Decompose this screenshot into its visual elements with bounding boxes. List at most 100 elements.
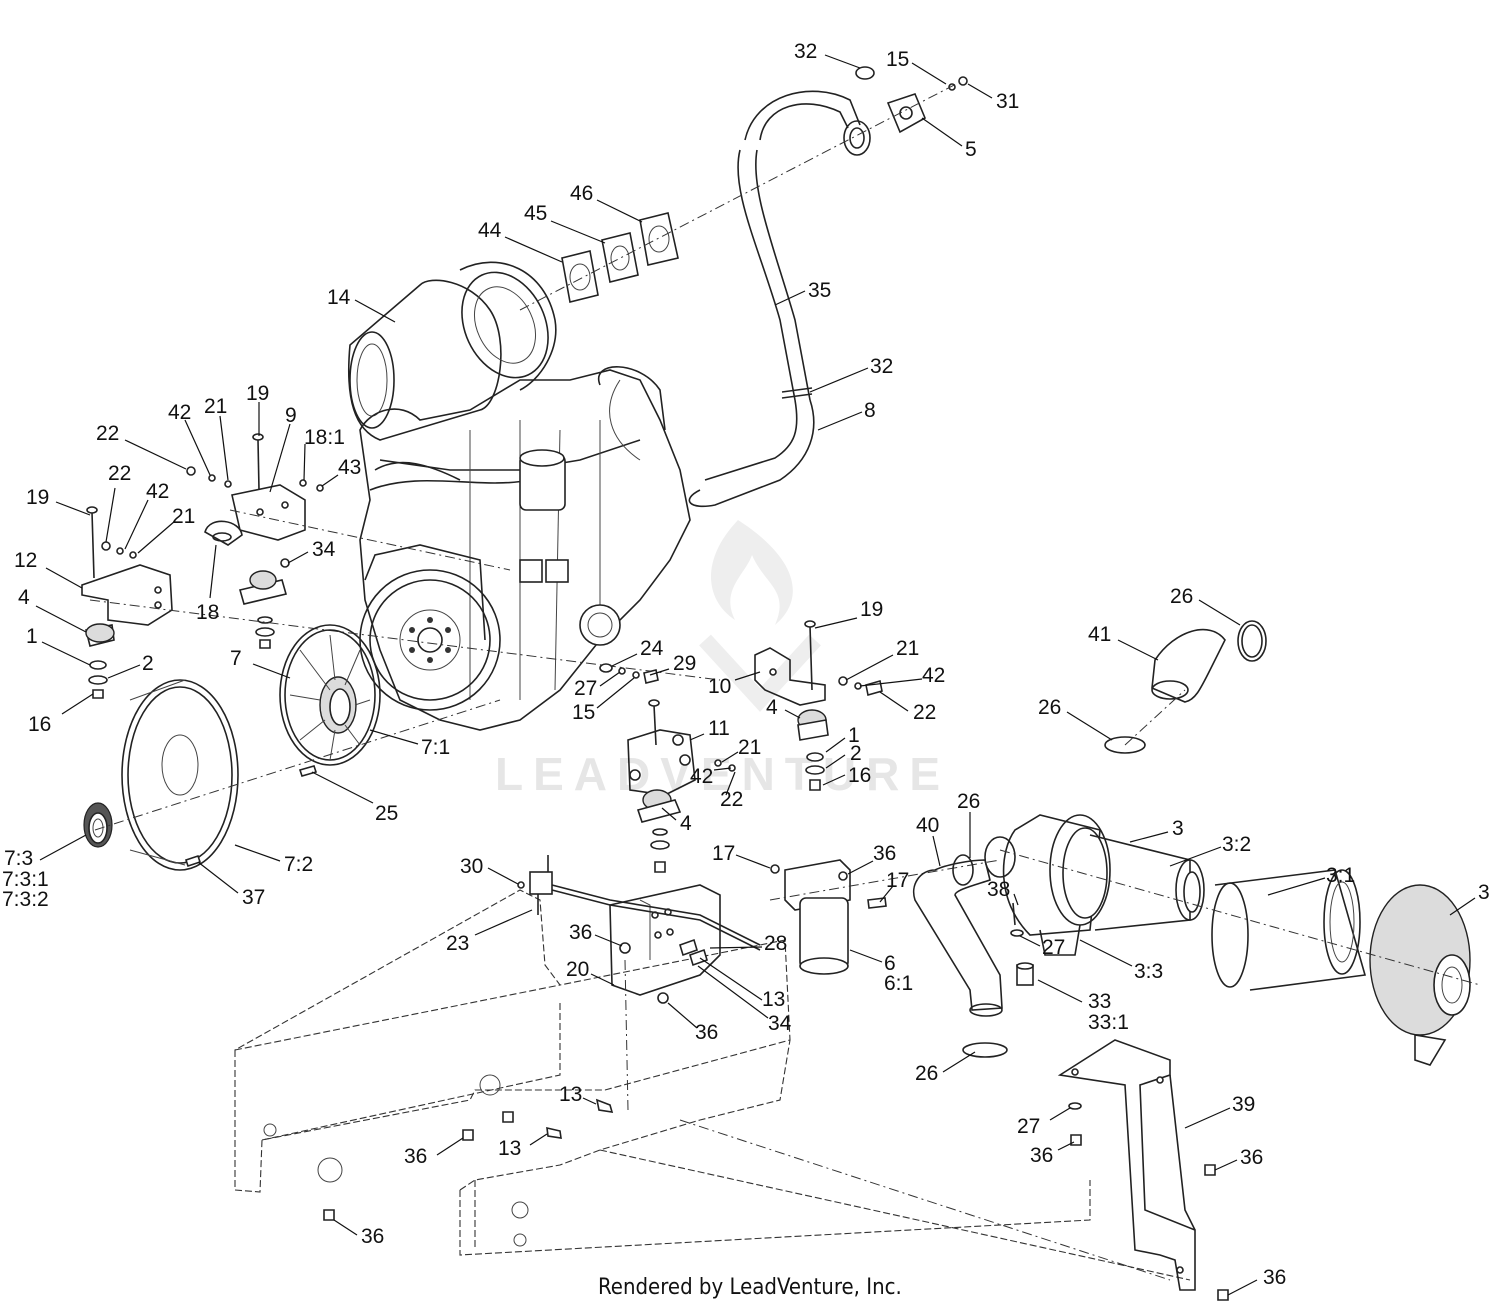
callout-label: 3:2: [1222, 833, 1251, 856]
air-cleaner-group: [913, 620, 1481, 1176]
callout-label: 36: [695, 1021, 718, 1044]
fuel-filter-group: [517, 855, 1001, 1004]
callout-label: 5: [965, 138, 977, 161]
callout-label: 26: [1038, 696, 1061, 719]
callout-label: 17: [886, 869, 909, 892]
callout-label: 36: [1240, 1146, 1263, 1169]
callout-label: 27: [574, 677, 597, 700]
callout-label: 6:1: [884, 972, 913, 995]
callout-label: 7:1: [421, 736, 450, 759]
callout-label: 22: [108, 462, 131, 485]
callout-label: 42: [168, 401, 191, 424]
callout-label: 3: [1172, 817, 1184, 840]
callout-label: 13: [559, 1083, 582, 1106]
callout-labels: 32 15 31 5 46 45 44 35 14 32 8 19 42 21 …: [2, 40, 1490, 1289]
callout-label: 41: [1088, 623, 1111, 646]
callout-label: 22: [96, 422, 119, 445]
callout-label: 36: [404, 1145, 427, 1168]
callout-label: 7:3: [4, 847, 33, 870]
callout-label: 36: [873, 842, 896, 865]
callout-label: 6: [884, 952, 896, 975]
callout-label: 40: [916, 814, 939, 837]
callout-label: 3:3: [1134, 960, 1163, 983]
callout-label: 33: [1088, 990, 1111, 1013]
callout-label: 39: [1232, 1093, 1255, 1116]
callout-label: 21: [738, 736, 761, 759]
callout-label: 19: [246, 382, 269, 405]
callout-label: 44: [478, 219, 502, 242]
callout-label: 42: [690, 765, 713, 788]
callout-label: 4: [766, 696, 778, 719]
callout-label: 14: [327, 286, 351, 309]
watermark-text: LEADVENTURE: [495, 748, 950, 800]
callout-label: 21: [204, 395, 227, 418]
callout-label: 15: [572, 701, 595, 724]
callout-label: 16: [848, 764, 871, 787]
frame-hardware: [323, 959, 1229, 1301]
callout-label: 46: [570, 182, 593, 205]
callout-label: 7:3:2: [2, 888, 49, 911]
callout-label: 24: [640, 637, 664, 660]
callout-label: 4: [680, 812, 692, 835]
callout-label: 16: [28, 713, 51, 736]
callout-label: 30: [460, 855, 483, 878]
callout-label: 9: [285, 404, 297, 427]
callout-label: 3:1: [1326, 864, 1355, 887]
callout-label: 4: [18, 586, 30, 609]
callout-label: 36: [1263, 1266, 1286, 1289]
callout-label: 13: [498, 1137, 521, 1160]
callout-label: 32: [794, 40, 817, 63]
callout-label: 38: [987, 878, 1010, 901]
callout-label: 34: [768, 1012, 792, 1035]
callout-label: 21: [896, 637, 919, 660]
callout-label: 20: [566, 958, 589, 981]
callout-label: 13: [762, 988, 785, 1011]
callout-label: 45: [524, 202, 547, 225]
right-engine-mounts: [599, 620, 883, 873]
callout-label: 32: [870, 355, 893, 378]
callout-label: 31: [996, 90, 1019, 113]
callout-label: 36: [569, 921, 592, 944]
callout-label: 27: [1042, 936, 1065, 959]
flywheel-parts: [83, 624, 501, 871]
callout-label: 11: [708, 717, 730, 740]
callout-label: 19: [860, 598, 883, 621]
callout-label: 18:1: [304, 426, 345, 449]
callout-label: 35: [808, 279, 831, 302]
watermark: LEADVENTURE: [495, 520, 950, 800]
callout-label: 43: [338, 456, 361, 479]
callout-label: 17: [712, 842, 735, 865]
callout-label: 36: [1030, 1144, 1053, 1167]
callout-label: 26: [1170, 585, 1193, 608]
callout-label: 36: [361, 1225, 384, 1248]
callout-label: 15: [886, 48, 909, 71]
engine-assembly: [347, 261, 815, 731]
callout-label: 42: [146, 480, 169, 503]
callout-label: 21: [172, 505, 195, 528]
callout-label: 3: [1478, 881, 1490, 904]
bracket-39: [1057, 1039, 1196, 1291]
left-engine-mounts: [81, 433, 721, 699]
callout-label: 27: [1017, 1115, 1040, 1138]
leader-lines: [35, 54, 1476, 1296]
callout-label: 2: [142, 652, 154, 675]
exhaust-hose-35: [519, 66, 968, 401]
callout-label: 33:1: [1088, 1011, 1129, 1034]
callout-label: 26: [915, 1062, 938, 1085]
callout-label: 18: [196, 601, 219, 624]
callout-label: 10: [708, 675, 731, 698]
callout-label: 29: [673, 652, 696, 675]
callout-label: 42: [922, 664, 945, 687]
callout-label: 25: [375, 802, 398, 825]
callout-label: 34: [312, 538, 336, 561]
callout-label: 1: [26, 625, 38, 648]
chassis-frame: [234, 889, 1191, 1281]
callout-label: 8: [864, 399, 876, 422]
callout-label: 37: [242, 886, 265, 909]
callout-label: 12: [14, 549, 37, 572]
callout-label: 26: [957, 790, 980, 813]
callout-label: 28: [764, 932, 787, 955]
callout-label: 1: [848, 724, 860, 747]
callout-label: 19: [26, 486, 49, 509]
callout-label: 2: [850, 742, 862, 765]
